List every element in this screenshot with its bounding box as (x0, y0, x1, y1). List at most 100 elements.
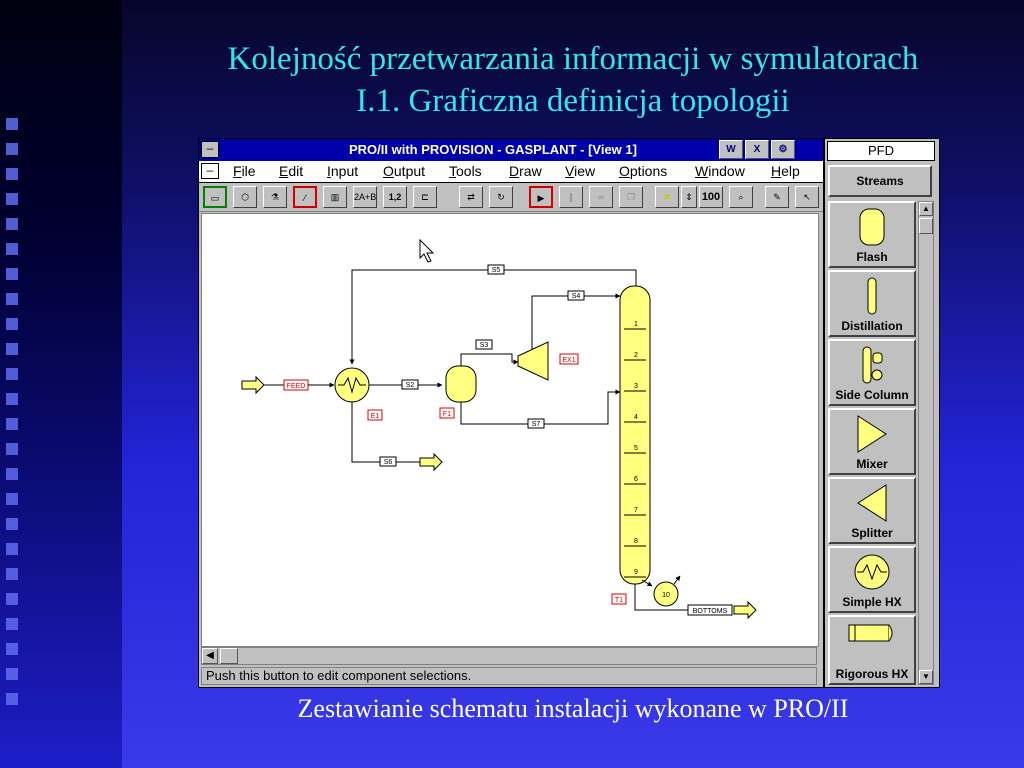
compressor-ex1-icon (517, 341, 549, 381)
palette-simple-hx[interactable]: Simple HX (828, 546, 916, 613)
pfd-palette: PFD Streams Flash Distillation Side Colu… (824, 138, 940, 688)
ruler-icon[interactable]: ▭ (203, 186, 227, 208)
mouse-cursor-icon (419, 238, 435, 263)
stream-s6-label: S6 (384, 459, 393, 466)
tray-3-label: 3 (634, 383, 638, 390)
flowsheet-diagram: S5 FEED E1 S2 F1 S3 (241, 238, 757, 620)
run-icon[interactable]: ▶ (529, 186, 553, 208)
pencil-icon[interactable]: ✎ (765, 186, 789, 208)
feed-label: FEED (287, 383, 306, 390)
rigorous-hx-icon (848, 624, 893, 642)
tray-4-label: 4 (634, 414, 638, 421)
decor-squares (6, 118, 20, 718)
spin-icon[interactable]: ⇕ (681, 186, 697, 208)
menu-tools[interactable]: Tools (449, 163, 482, 179)
menu-options[interactable]: Options (619, 163, 668, 179)
menu-draw[interactable]: Draw (509, 163, 542, 179)
palette-scrollbar[interactable]: ▲ ▼ (918, 201, 934, 685)
flash-f1-icon (445, 365, 477, 403)
window-titlebar[interactable]: – PRO/II with PROVISION - GASPLANT - [Vi… (199, 139, 823, 161)
flask-icon[interactable]: ⚗ (263, 186, 287, 208)
stream-s2-label: S2 (406, 382, 415, 389)
slide-title: Kolejność przetwarzania informacji w sym… (122, 38, 1024, 122)
palette-rigorous-hx[interactable]: Rigorous HX (828, 615, 916, 685)
excel-icon-button[interactable]: X (745, 140, 769, 159)
menu-edit[interactable]: Edit (279, 163, 304, 179)
window-title: PRO/II with PROVISION - GASPLANT - [View… (349, 142, 637, 157)
menu-help[interactable]: Help (771, 163, 800, 179)
menu-output[interactable]: Output (383, 163, 426, 179)
stream-s5-label: S5 (492, 267, 501, 274)
splitter-icon (857, 484, 887, 522)
scroll-up-icon[interactable]: ▲ (919, 202, 933, 216)
stream-add-icon[interactable]: ⇄ (459, 186, 483, 208)
pro2-window: – PRO/II with PROVISION - GASPLANT - [Vi… (198, 138, 824, 688)
distillation-icon (867, 277, 877, 315)
scroll-left-icon[interactable]: ◀ (202, 648, 218, 664)
tray-8-label: 8 (634, 538, 638, 545)
doc-system-menu[interactable]: – (201, 163, 219, 179)
numbering-button[interactable]: 1,2 (383, 186, 407, 208)
menu-input[interactable]: Input (327, 163, 359, 179)
scroll-down-icon[interactable]: ▼ (919, 670, 933, 684)
tray-5-label: 5 (634, 445, 638, 452)
slide-caption: Zestawianie schematu instalacji wykonane… (297, 694, 849, 723)
win-icon-button[interactable]: W (719, 140, 743, 159)
status-bar: Push this button to edit component selec… (201, 667, 817, 685)
recycle-icon[interactable]: ↻ (489, 186, 513, 208)
component-icon[interactable]: ⬡ (233, 186, 257, 208)
curve-icon[interactable]: ⁄ (293, 186, 317, 208)
side-column-icon (862, 346, 883, 384)
bottoms-tag (687, 604, 733, 616)
palette-side-column[interactable]: Side Column (828, 339, 916, 406)
palette-flash[interactable]: Flash (828, 201, 916, 268)
flash-icon (859, 208, 885, 246)
palette-distillation[interactable]: Distillation (828, 270, 916, 337)
menu-bar: – File Edit Input Output Tools Draw View… (199, 161, 823, 183)
horizontal-scrollbar[interactable]: ◀ (201, 647, 817, 665)
stream-s4-label: S4 (572, 293, 581, 300)
system-menu-button[interactable]: – (201, 141, 219, 158)
mixer-icon (857, 415, 887, 453)
pages-icon[interactable]: ❐ (619, 186, 643, 208)
unit-icon[interactable]: ⊏ (413, 186, 437, 208)
flowsheet-canvas[interactable]: S5 FEED E1 S2 F1 S3 (201, 213, 819, 647)
palette-splitter[interactable]: Splitter (828, 477, 916, 544)
simple-hx-icon (854, 554, 890, 590)
glasses-icon[interactable]: ∞ (589, 186, 613, 208)
menu-file[interactable]: File (233, 163, 256, 179)
reboiler-tray-label: 10 (662, 592, 670, 599)
bottoms-arrow-icon (733, 600, 757, 620)
reboiler-icon (653, 581, 679, 607)
cancel-icon[interactable]: ✕ (655, 186, 679, 208)
palette-scroll-thumb[interactable] (919, 218, 933, 234)
toolbar: ▭ ⬡ ⚗ ⁄ ▥ 2A+B 1,2 ⊏ ⇄ ↻ ▶ ∥ ∞ ❐ ✕ ⇕ 100… (199, 183, 823, 212)
tray-2-label: 2 (634, 352, 638, 359)
bottoms-label: BOTTOMS (693, 608, 728, 615)
bar-chart-icon[interactable]: ▥ (323, 186, 347, 208)
stream-s5-tag (487, 264, 505, 275)
magnifier-icon[interactable]: ⌕ (729, 186, 753, 208)
tray-6-label: 6 (634, 476, 638, 483)
scroll-thumb[interactable] (220, 648, 238, 664)
menu-view[interactable]: View (565, 163, 596, 179)
streams-button[interactable]: Streams (828, 165, 932, 197)
unit-ex1-label: EX1 (562, 357, 575, 364)
palette-header: PFD (827, 141, 935, 161)
pointer-icon[interactable]: ↖ (795, 186, 819, 208)
stream-s3-label: S3 (480, 342, 489, 349)
palette-mixer[interactable]: Mixer (828, 408, 916, 475)
menu-window[interactable]: Window (695, 163, 745, 179)
unit-e1-label: E1 (371, 413, 380, 420)
config-icon-button[interactable]: ⚙ (771, 140, 795, 159)
title-line-2: I.1. Graficzna definicja topologii (356, 83, 790, 119)
tray-1-label: 1 (634, 321, 638, 328)
product-arrow-icon (419, 452, 443, 472)
unit-t1-label: T1 (615, 597, 623, 604)
tray-9-label: 9 (634, 569, 638, 576)
left-decor-strip (0, 0, 122, 768)
reaction-button[interactable]: 2A+B (353, 186, 377, 208)
stream-s7-label: S7 (532, 421, 541, 428)
pause-icon[interactable]: ∥ (559, 186, 583, 208)
zoom-level-button[interactable]: 100 (699, 186, 723, 208)
